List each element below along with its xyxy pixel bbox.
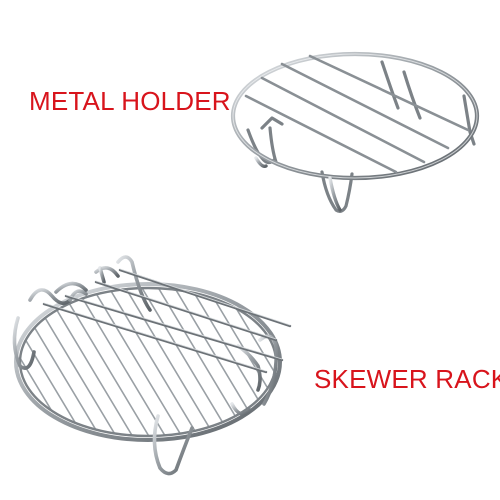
skewer-rack — [12, 255, 292, 476]
metal-holder — [230, 51, 480, 213]
skewer-2 — [64, 294, 284, 362]
metal-holder-legs — [246, 60, 476, 213]
skewer-rack-legs — [12, 316, 279, 476]
skewer-rack-label: SKEWER RACK — [314, 364, 500, 394]
metal-holder-label: METAL HOLDER — [29, 86, 231, 116]
skewer-1 — [42, 302, 268, 374]
skewer-4 — [118, 268, 292, 328]
skewer-3 — [94, 280, 278, 342]
metal-holder-rods — [244, 54, 470, 174]
skewer-rack-frame — [28, 255, 152, 312]
skewer-rack-base-ring — [14, 282, 282, 442]
skewer-rack-grid — [20, 288, 276, 436]
skewer-rack-skewers — [42, 268, 292, 374]
